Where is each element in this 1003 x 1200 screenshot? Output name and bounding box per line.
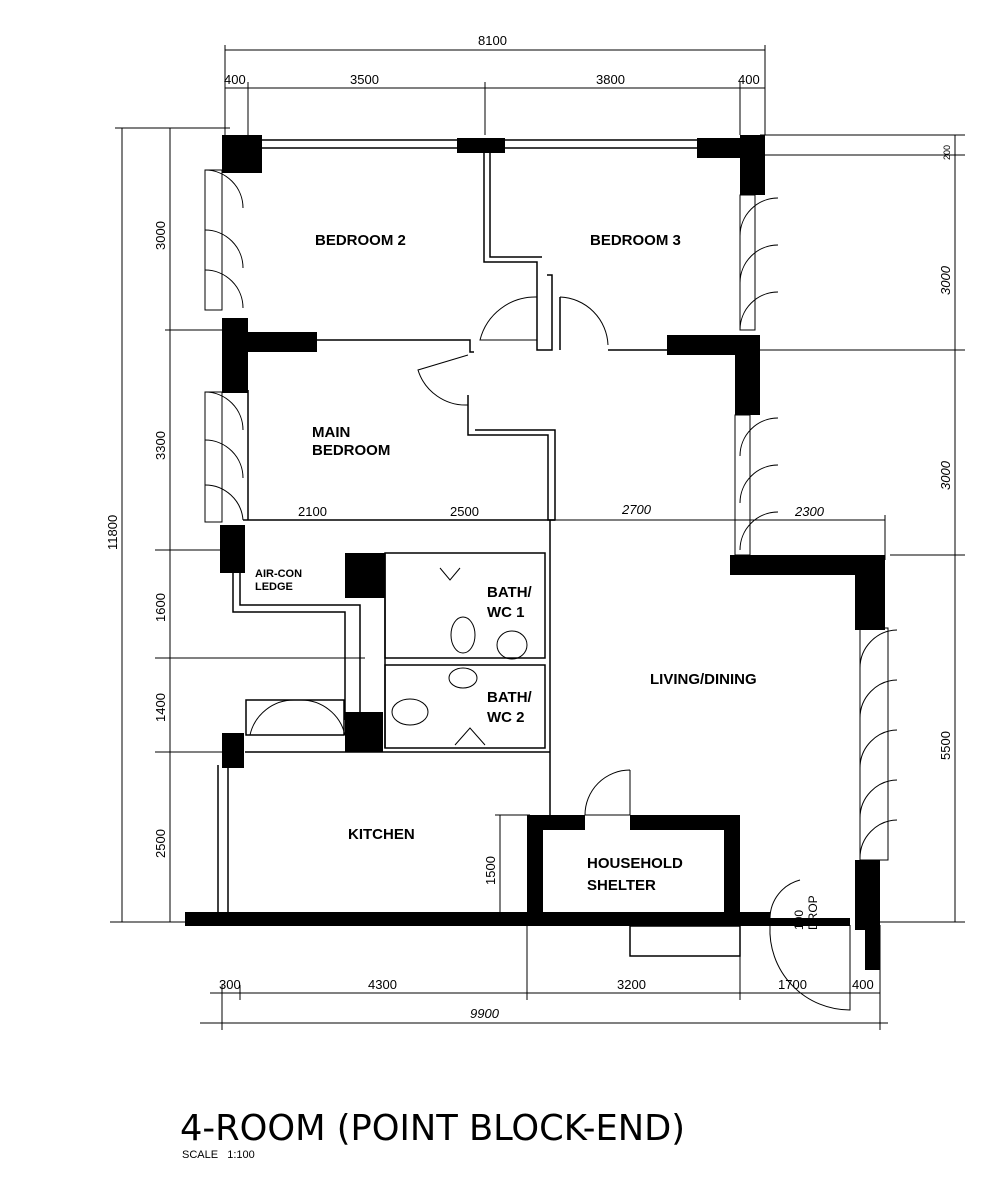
drop-label-1: 100 xyxy=(792,910,806,930)
room-label-bath2-2: WC 2 xyxy=(487,709,525,726)
room-label-living-dining: LIVING/DINING xyxy=(650,671,757,688)
room-label-main-bedroom-2: BEDROOM xyxy=(312,442,390,459)
dim-right: 3000 xyxy=(938,460,953,490)
dim-mid: 2300 xyxy=(794,504,825,519)
dim-bottom: 1700 xyxy=(778,977,807,992)
dim-shelter: 1500 xyxy=(483,856,498,885)
windows xyxy=(204,169,889,861)
dim-left: 2500 xyxy=(153,829,168,858)
room-label-bath2-1: BATH/ xyxy=(487,689,533,706)
room-label-bedroom3: BEDROOM 3 xyxy=(590,232,681,249)
room-label-aircon-2: LEDGE xyxy=(255,581,293,593)
dim-top: 400 xyxy=(224,72,246,87)
dim-top: 3500 xyxy=(350,72,379,87)
dim-left: 1400 xyxy=(153,693,168,722)
dim-right-living: 5500 xyxy=(938,731,953,760)
room-label-shelter-1: HOUSEHOLD xyxy=(587,855,683,872)
dim-top-total: 8100 xyxy=(478,33,507,48)
room-label-main-bedroom-1: MAIN xyxy=(312,424,350,441)
dim-right: 200 xyxy=(942,145,952,160)
room-label-aircon-1: AIR-CON xyxy=(255,568,302,580)
dim-bottom: 4300 xyxy=(368,977,397,992)
dim-left: 3300 xyxy=(153,431,168,460)
plan-scale: SCALE 1:100 xyxy=(182,1149,255,1161)
room-label-bath1-2: WC 1 xyxy=(487,604,525,621)
dim-right: 3000 xyxy=(938,265,953,295)
plan-title: 4-ROOM (POINT BLOCK-END) xyxy=(180,1108,685,1149)
dim-bottom: 300 xyxy=(219,977,241,992)
dim-mid: 2100 xyxy=(298,504,327,519)
door-swings xyxy=(204,169,898,1011)
room-label-bath1-1: BATH/ xyxy=(487,584,533,601)
dim-mid: 2700 xyxy=(621,502,652,517)
dim-mid: 2500 xyxy=(450,504,479,519)
drop-label-2: DROP xyxy=(806,895,820,930)
dim-left-total: 11800 xyxy=(105,515,120,550)
dim-bottom-total: 9900 xyxy=(470,1006,500,1021)
dim-bottom: 3200 xyxy=(617,977,646,992)
dim-top: 3800 xyxy=(596,72,625,87)
dim-top: 400 xyxy=(738,72,760,87)
room-label-bedroom2: BEDROOM 2 xyxy=(315,232,406,249)
dim-left: 1600 xyxy=(153,593,168,622)
partitions xyxy=(217,139,765,957)
room-label-shelter-2: SHELTER xyxy=(587,877,656,894)
room-label-kitchen: KITCHEN xyxy=(348,826,415,843)
dim-left: 3000 xyxy=(153,221,168,250)
dim-bottom: 400 xyxy=(852,977,874,992)
dimension-lines xyxy=(110,45,965,1030)
